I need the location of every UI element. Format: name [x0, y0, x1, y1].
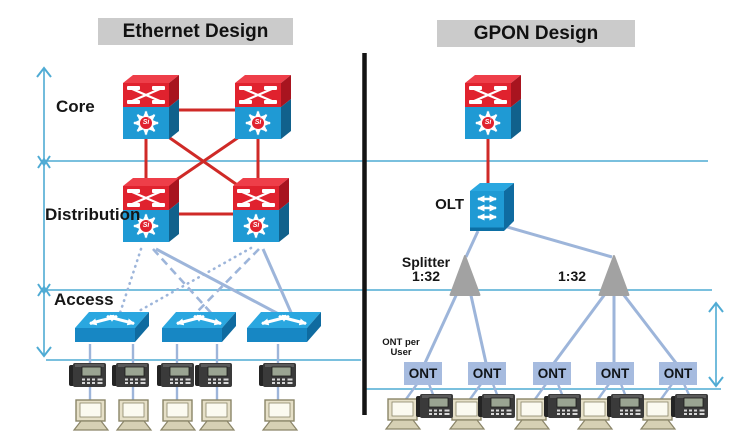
- si-badge: Si: [142, 222, 150, 229]
- ip-phone-icon: [477, 393, 516, 419]
- arrow-up-icon: [37, 157, 51, 169]
- ont-box: ONT: [404, 362, 442, 385]
- dotted-link: [118, 247, 143, 315]
- ip-phone-icon: [111, 362, 150, 388]
- splitter-label-line2: 1:32: [411, 268, 441, 284]
- access-switch-icon: [162, 312, 236, 342]
- ip-phone-icon: [68, 362, 107, 388]
- computer-icon: [160, 399, 196, 431]
- computer-icon: [199, 399, 235, 431]
- splitter-label: Splitter 1:32: [396, 255, 456, 283]
- ont-box: ONT: [659, 362, 697, 385]
- fiber-link: [618, 289, 678, 364]
- fiber-link: [468, 290, 488, 364]
- dashed-link: [152, 248, 214, 316]
- arrow-down-icon: [37, 155, 51, 167]
- computer-icon: [116, 399, 152, 431]
- computer-icon: [640, 398, 676, 430]
- gpon-design-title: GPON Design: [437, 20, 635, 47]
- distribution-switch-icon: [233, 178, 289, 242]
- si-badge: Si: [254, 119, 262, 126]
- access-switch-icon: [247, 312, 321, 342]
- splitter-icon: [598, 255, 630, 296]
- computer-icon: [514, 398, 550, 430]
- access-switch-icon: [75, 312, 149, 342]
- fiber-link: [503, 224, 613, 259]
- ont-box: ONT: [533, 362, 571, 385]
- olt-label: OLT: [435, 196, 464, 213]
- si-badge: Si: [484, 119, 492, 126]
- ont-per-user-line1: ONT per: [382, 337, 420, 348]
- ip-phone-icon: [543, 393, 582, 419]
- arrow-up-icon: [708, 301, 724, 313]
- fiber-link: [423, 288, 461, 364]
- ip-phone-icon: [258, 362, 297, 388]
- dashed-link: [190, 248, 260, 319]
- core-switch-icon: [465, 75, 521, 139]
- splitter2-label: 1:32: [558, 268, 587, 284]
- arrow-up-icon: [37, 285, 51, 297]
- core-switch-icon: [235, 75, 291, 139]
- solid-link: [155, 247, 289, 321]
- computer-icon: [73, 399, 109, 431]
- splitter-label-line1: Splitter: [401, 254, 451, 270]
- fiber-link: [552, 289, 610, 364]
- ont-box: ONT: [468, 362, 506, 385]
- ethernet-design-title: Ethernet Design: [98, 18, 293, 45]
- arrow-up-icon: [36, 66, 52, 78]
- arrow-down-icon: [36, 346, 52, 358]
- core-switch-icon: [123, 75, 179, 139]
- computer-icon: [385, 398, 421, 430]
- si-badge: Si: [142, 119, 150, 126]
- solid-link: [261, 248, 295, 318]
- arrow-down-icon: [708, 376, 724, 388]
- ip-phone-icon: [606, 393, 645, 419]
- olt-icon: [470, 183, 514, 231]
- core-layer-label: Core: [56, 97, 95, 116]
- ip-phone-icon: [670, 393, 709, 419]
- access-layer-label: Access: [54, 290, 114, 309]
- computer-icon: [577, 398, 613, 430]
- si-badge: Si: [252, 222, 260, 229]
- ont-per-user-line2: User: [390, 347, 412, 358]
- fiber-link: [464, 230, 480, 258]
- computer-icon: [262, 399, 298, 431]
- ip-phone-icon: [156, 362, 195, 388]
- dotted-link: [137, 246, 253, 313]
- red-link: [166, 134, 247, 193]
- distribution-layer-label: Distribution: [45, 205, 141, 224]
- ip-phone-icon: [194, 362, 233, 388]
- arrow-down-icon: [37, 283, 51, 295]
- ont-per-user-label: ONT per User: [374, 338, 428, 358]
- ip-phone-icon: [415, 393, 454, 419]
- ont-box: ONT: [596, 362, 634, 385]
